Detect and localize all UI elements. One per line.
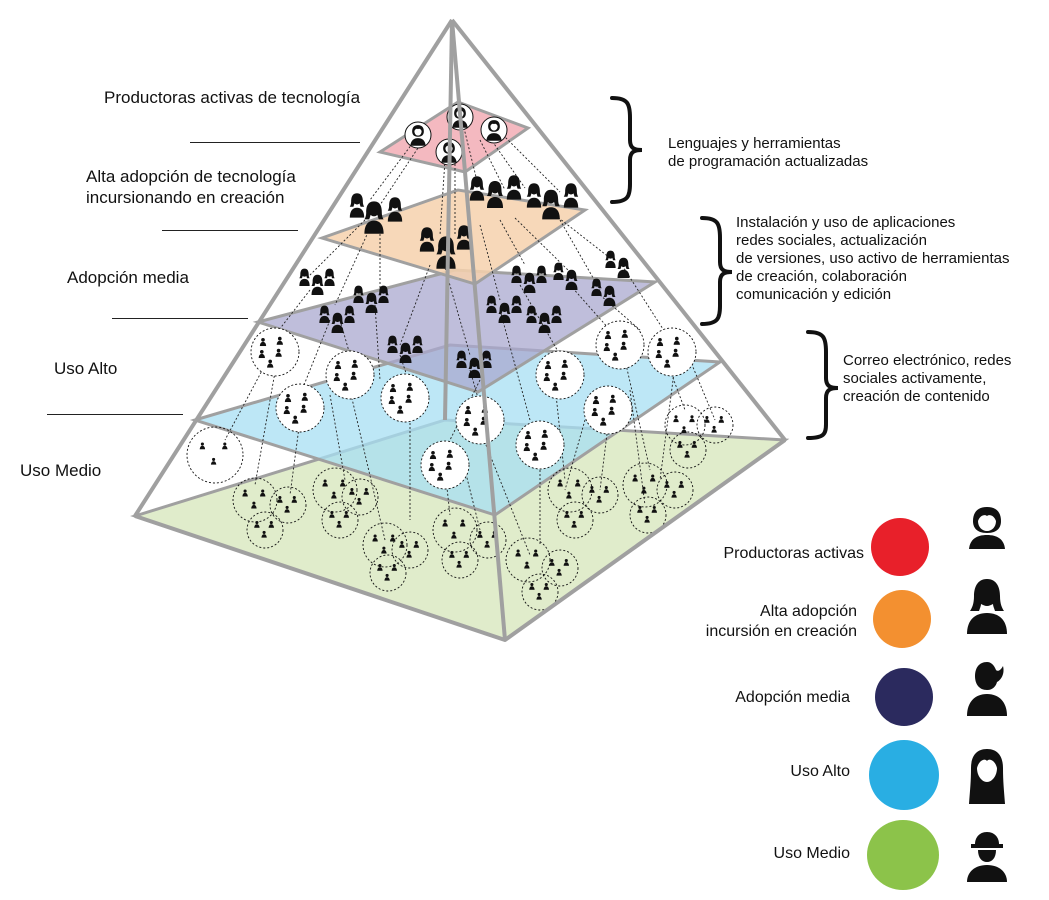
person-icon (711, 425, 717, 433)
level-label-productoras: Productoras activas de tecnología (104, 88, 361, 107)
level-label-alto: Uso Alto (54, 359, 118, 378)
legend-dot-alta (873, 590, 931, 648)
legend-dot-medio (867, 820, 939, 890)
connector-lines (224, 119, 716, 556)
brace-middle (700, 216, 733, 326)
level-label-media: Adopción media (67, 268, 189, 287)
brace-top (610, 96, 643, 204)
woman-short-hair-icon (969, 507, 1005, 549)
woman-side-ponytail-icon (967, 662, 1007, 716)
person-icon (222, 442, 228, 450)
person-icon (718, 415, 724, 423)
legend-icons (967, 507, 1007, 882)
legend-label-media: Adopción media (735, 689, 850, 706)
person-icon (210, 457, 217, 465)
person-icon (689, 415, 695, 423)
woman-bob-hair-icon (969, 749, 1005, 804)
divider-2 (162, 230, 298, 231)
person-icon (704, 415, 710, 423)
level-label-alta: Alta adopción de tecnología incursionand… (86, 167, 296, 207)
divider-3 (112, 318, 248, 319)
annotation-programacion: Lenguajes y herramientas de programación… (668, 135, 869, 170)
legend-dot-alto (869, 740, 939, 810)
legend-label-medio: Uso Medio (773, 845, 850, 862)
woman-hat-icon (967, 832, 1007, 882)
braces (610, 96, 839, 440)
legend-dot-media (875, 668, 933, 726)
annotation-aplicaciones: Instalación y uso de aplicaciones redes … (736, 214, 1010, 303)
legend-label-alto: Uso Alto (790, 763, 850, 780)
legend-dot-productoras (871, 518, 929, 576)
person-icon (199, 442, 206, 450)
legend-label-productoras: Productoras activas (723, 545, 864, 562)
divider-1 (190, 142, 360, 143)
legend-label-alta: Alta adopción incursión en creación (705, 603, 857, 640)
level-label-medio: Uso Medio (20, 461, 102, 480)
divider-4 (47, 414, 183, 415)
brace-bottom (806, 330, 839, 440)
layer-alta-adopcion (317, 188, 590, 286)
annotation-correo: Correo electrónico, redes sociales activ… (843, 352, 1012, 405)
pyramid-frame (133, 18, 787, 642)
person-icon (681, 426, 687, 434)
woman-long-hair-icon (967, 579, 1007, 634)
person-icon (673, 415, 679, 423)
